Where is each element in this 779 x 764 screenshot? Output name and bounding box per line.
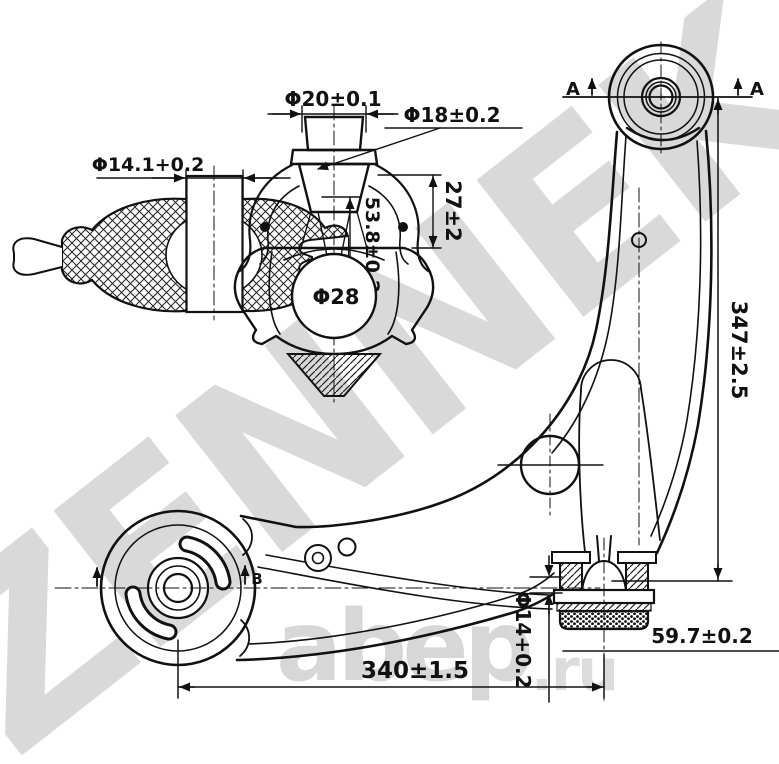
dim-horizontal-span xyxy=(177,639,605,699)
housing-rim xyxy=(283,248,385,261)
arm-holes xyxy=(304,232,647,572)
dim-bushing-bore-label: Φ14.1+0.2 xyxy=(92,154,205,176)
boot-left-inner xyxy=(259,185,300,265)
section-label-a-right: A xyxy=(750,79,764,100)
ball-sphere xyxy=(290,252,378,340)
boot-seal-left xyxy=(260,222,270,232)
dim-horizontal-span-label: 340±1.5 xyxy=(361,658,469,684)
dim-cone-label: Φ18±0.2 xyxy=(403,103,500,127)
dim-vertical-span xyxy=(611,96,733,582)
dim-cone-length xyxy=(377,174,442,249)
housing-outline xyxy=(233,246,435,356)
lower-bushing xyxy=(99,509,257,667)
site-watermark-name: abep xyxy=(276,590,534,704)
control-arm-view: A A B xyxy=(54,41,779,703)
stud-collar xyxy=(289,148,379,166)
bushing-left-hook xyxy=(12,237,63,276)
housing-bottom-cone xyxy=(285,353,383,397)
dim-ball-label: Φ28 xyxy=(312,285,359,309)
section-a-line xyxy=(562,78,753,98)
arm-outline xyxy=(235,129,713,662)
housing-wall-right xyxy=(387,251,400,335)
boot-left-outer xyxy=(236,163,294,274)
dim-cone-length-label: 27±2 xyxy=(441,180,465,241)
section-label-b: B xyxy=(251,570,262,588)
dim-socket-offset-label: 59.7±0.2 xyxy=(651,624,753,648)
section-label-a-left: A xyxy=(566,79,580,100)
dim-stud-bore-label: Φ14+0.2 xyxy=(511,591,535,688)
housing-wall-left xyxy=(268,251,281,335)
boot-seal-right xyxy=(398,222,408,232)
boot-right-inner xyxy=(368,185,409,265)
dim-vertical-span-label: 347±2.5 xyxy=(727,301,751,400)
dim-stud-top-label: Φ20±0.1 xyxy=(284,87,381,111)
dim-stud-bore xyxy=(529,555,563,703)
dim-cone-leader xyxy=(317,127,523,171)
ball-joint-view: Φ28 Φ20±0.1 Φ18±0.2 xyxy=(233,87,523,403)
dim-stud-top xyxy=(267,105,399,133)
boot-right-outer xyxy=(374,163,432,274)
marker-b xyxy=(92,565,250,587)
